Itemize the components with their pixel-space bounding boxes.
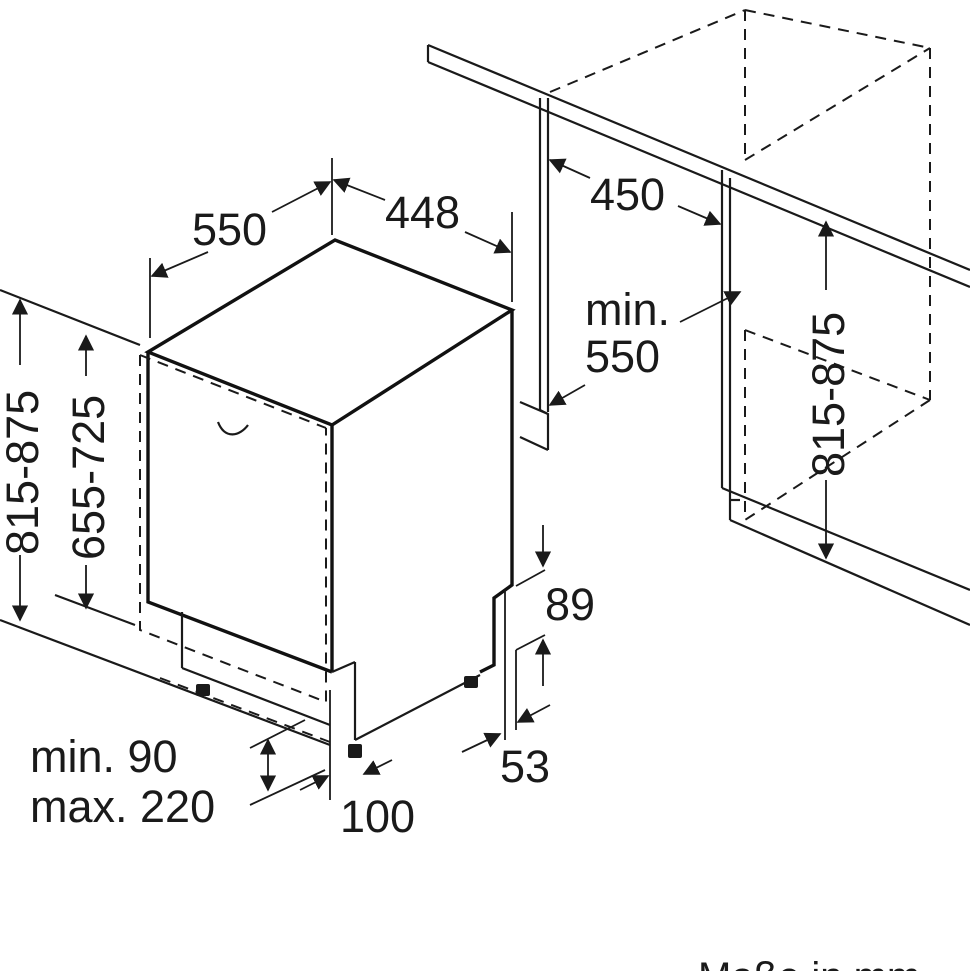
label-plinth-89: 89: [545, 579, 595, 630]
door-handle: [216, 421, 249, 436]
label-height-door: 655-725: [63, 395, 114, 560]
foot-back-right: [464, 676, 478, 688]
label-height-total-left: 815-875: [0, 390, 48, 555]
dishwasher-body: [139, 238, 516, 758]
cabinet-niche: [426, 43, 970, 627]
niche-hidden-outline: [549, 9, 931, 521]
label-plinth-53: 53: [500, 741, 550, 792]
foot-front-left: [196, 684, 210, 696]
foot-front-right: [348, 744, 362, 758]
label-depth-550: 550: [192, 204, 267, 255]
dimension-lines: [11, 158, 835, 806]
units-note: Maße in mm: [698, 955, 920, 971]
label-niche-depth-min: min.: [585, 284, 670, 335]
label-plinth-max: max. 220: [30, 781, 215, 832]
label-niche-depth-550: 550: [585, 331, 660, 382]
label-plinth-depth-100: 100: [340, 791, 415, 842]
label-height-total-right: 815-875: [803, 312, 854, 477]
label-width-448: 448: [385, 187, 460, 238]
label-plinth-min: min. 90: [30, 731, 178, 782]
label-niche-width-450: 450: [590, 169, 665, 220]
